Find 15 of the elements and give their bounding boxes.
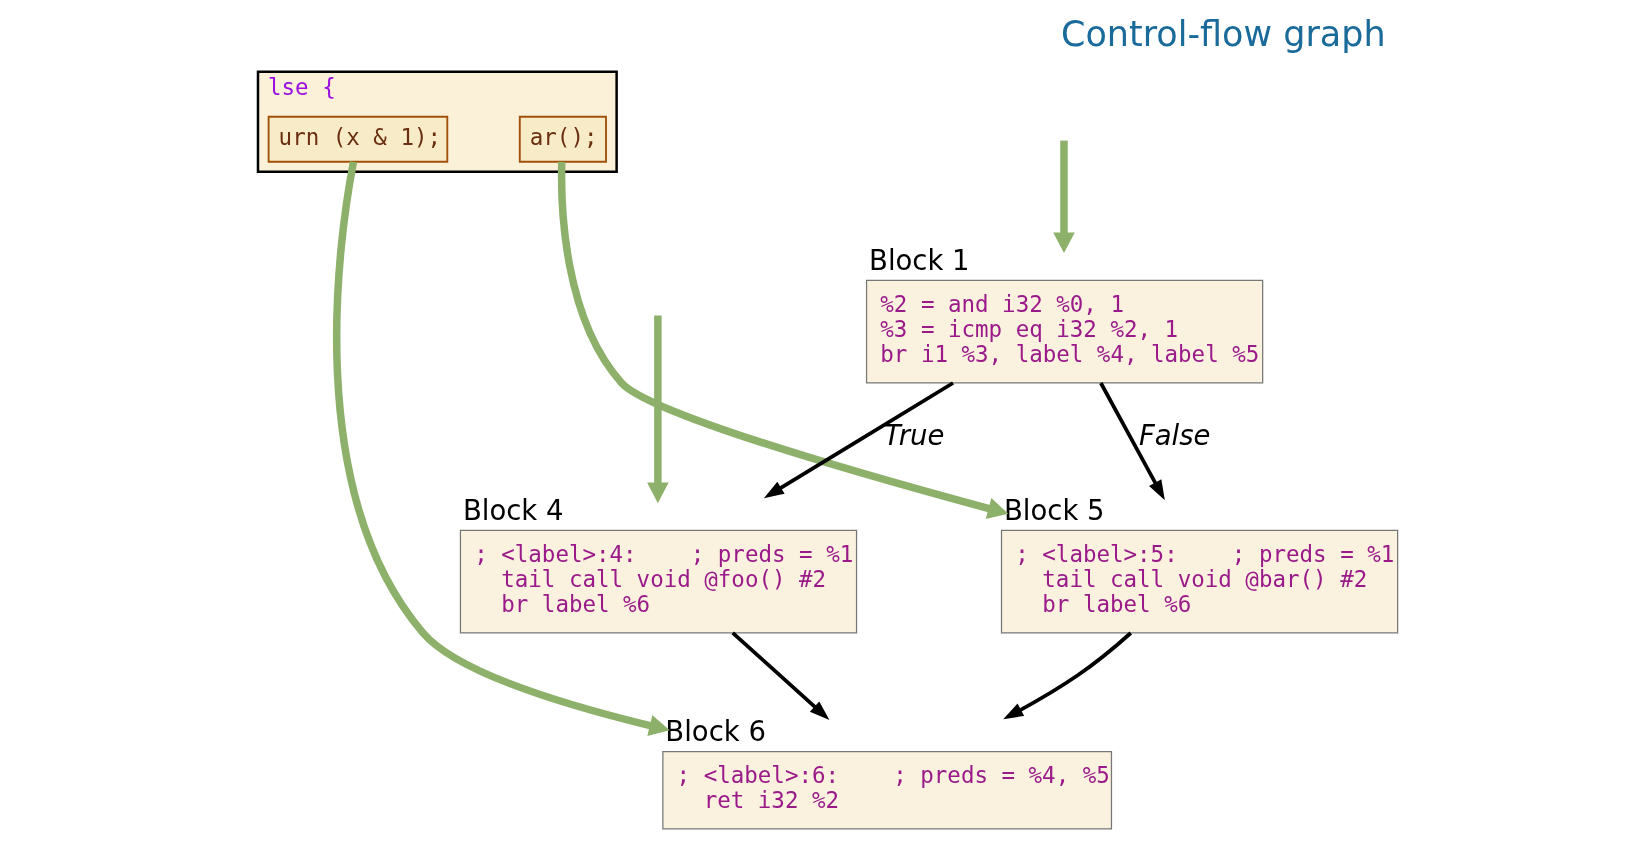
diagram-title: Control-flow graph bbox=[1061, 14, 1386, 54]
node-label: Block 1 bbox=[869, 243, 970, 276]
arrow bbox=[333, 161, 670, 737]
arrow bbox=[1003, 631, 1133, 720]
arrow bbox=[557, 161, 1009, 519]
arrow bbox=[731, 631, 830, 721]
node-label: Block 6 bbox=[665, 715, 766, 748]
arrow bbox=[763, 381, 954, 499]
node-box: urn (x & 1); bbox=[267, 115, 449, 163]
node-box: ar(); bbox=[518, 115, 607, 163]
arrow bbox=[1099, 382, 1165, 501]
edge-label: False bbox=[1138, 418, 1211, 451]
edge-label: True bbox=[884, 418, 945, 451]
node-label: Block 5 bbox=[1004, 493, 1105, 526]
node-label: Block 4 bbox=[462, 493, 564, 526]
